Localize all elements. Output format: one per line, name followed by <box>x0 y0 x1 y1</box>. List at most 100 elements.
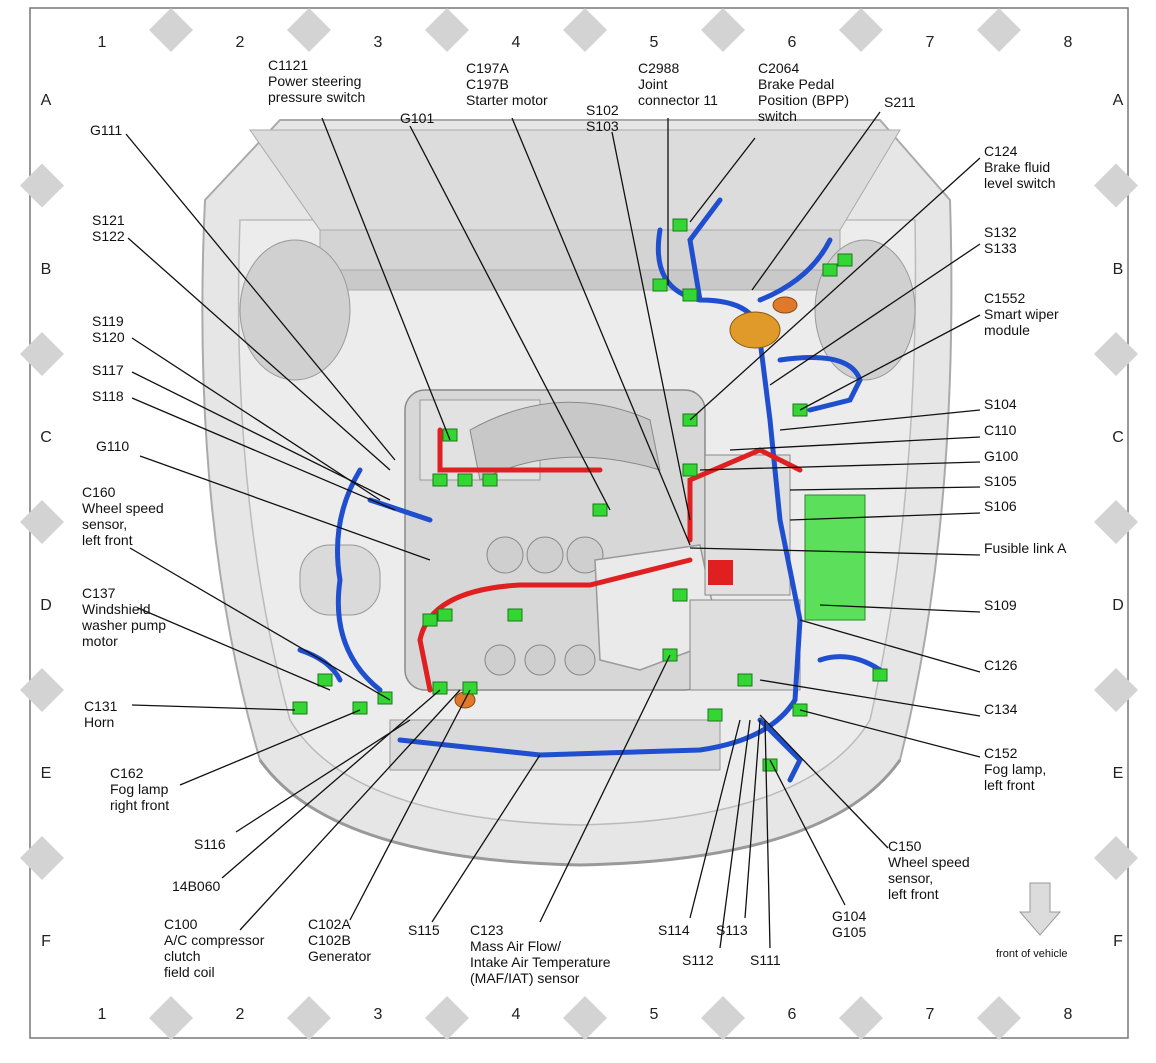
border-diamond <box>149 8 193 52</box>
grid-column-top: 1 <box>97 34 107 51</box>
grid-column-top: 4 <box>511 34 521 51</box>
connector-icon <box>592 503 608 517</box>
border-diamond <box>20 668 64 712</box>
leader-line <box>431 754 541 923</box>
label-g104: G104 G105 <box>832 908 867 940</box>
leader-line <box>769 243 981 386</box>
label-c102: C102A C102B Generator <box>308 916 372 964</box>
leader-line <box>129 547 391 701</box>
connector-icon <box>432 681 448 695</box>
label-c131: C131 Horn <box>84 698 118 730</box>
label-s104: S104 <box>984 396 1017 412</box>
border-diamond <box>701 996 745 1040</box>
leader-line <box>799 619 981 673</box>
grid-column-bottom: 6 <box>787 1006 797 1023</box>
leader-line <box>689 137 756 223</box>
leader-line <box>127 237 391 471</box>
connector-icon <box>437 608 453 622</box>
grid-column-bottom: 1 <box>97 1006 107 1023</box>
front-arrow-icon <box>1018 882 1062 936</box>
grid-row-right: E <box>1112 765 1124 782</box>
label-c100: C100 A/C compressor clutch field coil <box>164 916 265 980</box>
label-14b060: 14B060 <box>172 878 221 894</box>
grid-column-top: 8 <box>1063 34 1073 51</box>
border-diamond <box>701 8 745 52</box>
border-diamond <box>20 500 64 544</box>
label-s211: S211 <box>884 94 916 110</box>
leader-line <box>819 604 981 613</box>
grid-row-right: F <box>1113 933 1123 950</box>
label-s117: S117 <box>92 362 124 378</box>
label-c1552: C1552 Smart wiper module <box>984 290 1059 338</box>
grid-row-right: D <box>1112 597 1124 614</box>
grid-column-bottom: 5 <box>649 1006 659 1023</box>
border-diamond <box>1094 668 1138 712</box>
border-diamond <box>977 8 1021 52</box>
connector-icon <box>432 473 448 487</box>
border-diamond <box>149 996 193 1040</box>
label-c2988: C2988 Joint connector 11 <box>638 60 718 108</box>
grid-column-bottom: 2 <box>235 1006 245 1023</box>
grid-column-top: 3 <box>373 34 383 51</box>
grid-column-bottom: 4 <box>511 1006 521 1023</box>
label-s105: S105 <box>984 473 1017 489</box>
border-diamond <box>425 996 469 1040</box>
leader-line <box>611 131 691 521</box>
leader-line <box>137 607 331 691</box>
grid-column-bottom: 7 <box>925 1006 935 1023</box>
border-diamond <box>20 163 64 208</box>
connector-icon <box>682 288 698 302</box>
connector-icon <box>672 218 688 232</box>
label-c2064: C2064 Brake Pedal Position (BPP) switch <box>758 60 850 124</box>
leader-line <box>511 117 691 546</box>
battery-terminal <box>708 560 733 585</box>
grid-row-left: B <box>40 261 52 278</box>
border-diamond <box>1094 836 1138 880</box>
label-g100: G100 <box>984 448 1019 464</box>
leader-line <box>689 157 981 421</box>
label-s121: S121 S122 <box>92 212 125 244</box>
leader-line <box>719 719 751 949</box>
connector-icon <box>482 473 498 487</box>
label-c160: C160 Wheel speed sensor, left front <box>82 484 164 548</box>
border-diamond <box>425 8 469 52</box>
label-c162: C162 Fog lamp right front <box>110 765 170 813</box>
leader-line <box>744 719 761 919</box>
engine-bay-body <box>201 119 953 867</box>
label-c197: C197A C197B Starter motor <box>466 60 548 108</box>
connector-icon <box>457 473 473 487</box>
border-diamond <box>563 996 607 1040</box>
leader-line <box>139 455 431 561</box>
leader-line <box>221 689 441 879</box>
brake-booster <box>729 311 781 349</box>
connector-icon <box>872 668 888 682</box>
label-c124: C124 Brake fluid level switch <box>984 143 1056 191</box>
border-diamond <box>839 996 883 1040</box>
leader-line <box>239 689 461 931</box>
label-front-of-vehicle: front of vehicle <box>996 948 1068 960</box>
leader-line <box>125 133 396 461</box>
leader-line <box>729 436 981 451</box>
border-diamond <box>977 996 1021 1040</box>
grid-column-top: 6 <box>787 34 797 51</box>
label-c134: C134 <box>984 701 1018 717</box>
grid-row-left: D <box>40 597 52 614</box>
leader-line <box>131 337 381 501</box>
leader-line <box>131 371 391 501</box>
leader-line <box>539 654 671 923</box>
label-s111: S111 <box>750 952 781 968</box>
connector-icon <box>682 463 698 477</box>
connector-icon <box>837 253 853 267</box>
leader-line <box>779 409 981 431</box>
label-s102: S102 S103 <box>586 102 619 134</box>
leader-line <box>235 719 411 833</box>
leader-line <box>799 314 981 411</box>
label-c126: C126 <box>984 657 1018 673</box>
border-diamond <box>20 836 64 880</box>
leader-line <box>321 117 451 441</box>
grid-column-top: 7 <box>925 34 935 51</box>
connector-icon <box>652 278 668 292</box>
label-s109: S109 <box>984 597 1017 613</box>
leader-line <box>409 125 611 511</box>
